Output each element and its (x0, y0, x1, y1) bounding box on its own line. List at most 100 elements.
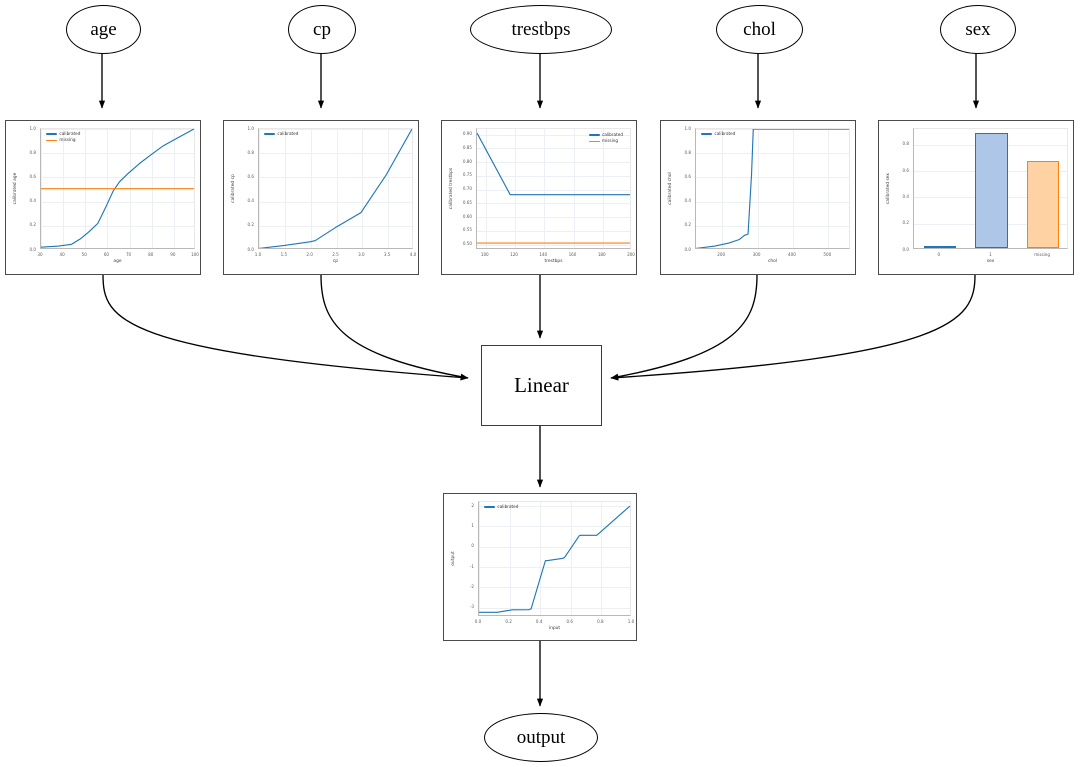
legend-item-calibrated: calibrated (701, 131, 736, 136)
plot-area-age (40, 128, 195, 249)
x-tick-label: 120 (510, 252, 518, 257)
x-tick-label: 1.5 (280, 252, 288, 257)
x-tick-label: 100 (191, 252, 199, 257)
y-tick-label: 1.0 (684, 125, 691, 131)
x-tick-label: 180 (597, 252, 606, 257)
legend-swatch-calibrated (484, 506, 495, 508)
legend-swatch-calibrated (588, 134, 600, 136)
gridline-h (479, 587, 630, 589)
gridline-h (477, 162, 630, 163)
y-tick-label: 0.0 (247, 246, 254, 252)
node-sex[interactable]: sex (940, 5, 1016, 54)
gridline-v (509, 502, 511, 615)
y-tick-label: 0.65 (462, 199, 472, 205)
gridline-h (479, 607, 630, 609)
x-tick-label: 0.4 (535, 619, 543, 624)
y-tick-label: 0.4 (247, 198, 254, 204)
gridline-v (573, 129, 575, 248)
bar-missing (1027, 161, 1060, 248)
x-tick-label: 1 (989, 252, 992, 257)
plot-area-sex (913, 128, 1068, 249)
node-output-label: output (516, 727, 566, 748)
y-tick-label: 0.90 (462, 131, 472, 137)
x-tick-label: 3.0 (358, 252, 365, 257)
gridline-v (544, 129, 546, 248)
x-tick-label: 500 (823, 252, 832, 257)
bar-0 (923, 246, 956, 248)
node-sex-label: sex (965, 19, 991, 40)
y-tick-label: 0.6 (902, 167, 909, 173)
gridline-v (828, 129, 830, 248)
series-calibrated (696, 129, 849, 248)
legend-item-calibrated: calibrated (588, 132, 623, 137)
x-tick-label: 2.0 (306, 252, 313, 257)
y-tick-label: 1.0 (247, 125, 254, 131)
plot-area-chol (695, 128, 850, 249)
x-tick-label: 1.0 (254, 252, 262, 257)
y-tick-label: -3 (469, 604, 474, 610)
node-age[interactable]: age (66, 5, 141, 54)
legend-label: calibrated (714, 131, 736, 136)
x-tick-label: missing (1034, 252, 1051, 257)
x-tick-label: 30 (37, 252, 43, 257)
x-axis-label: age (113, 259, 122, 264)
gridline-h (259, 177, 412, 179)
x-tick-label: 200 (717, 252, 726, 257)
gridline-v (602, 129, 604, 248)
node-cp-label: cp (313, 19, 331, 40)
legend-chol: calibrated (701, 131, 736, 136)
x-tick-label: 40 (59, 252, 65, 257)
y-tick-label: 0.4 (684, 198, 691, 204)
gridline-v (515, 129, 517, 248)
node-linear[interactable]: Linear (481, 345, 602, 426)
x-tick-label: 0.6 (566, 619, 574, 624)
y-tick-label: 0.0 (29, 246, 36, 252)
legend-cp: calibrated (264, 131, 298, 136)
y-tick-label: 0.6 (29, 174, 36, 179)
y-axis-label: calibrated age (13, 172, 18, 205)
series-lines (479, 505, 630, 613)
gridline-h (259, 153, 412, 155)
gridline-h (477, 217, 630, 218)
gridline-v (362, 129, 364, 248)
node-chol[interactable]: chol (716, 5, 803, 54)
node-cp[interactable]: cp (288, 5, 356, 54)
x-tick-label: 2.5 (332, 252, 339, 257)
y-tick-label: 0.6 (247, 174, 254, 179)
y-tick-label: 0.8 (29, 149, 36, 155)
y-tick-label: 0.2 (684, 222, 691, 228)
gridline-h (696, 177, 849, 179)
y-tick-label: 0.4 (29, 198, 36, 204)
y-tick-label: 0.70 (462, 186, 472, 192)
series-lines (41, 129, 194, 248)
series-lines (696, 129, 849, 248)
node-linear-label: Linear (514, 373, 569, 397)
x-axis-label: sex (986, 259, 995, 264)
y-tick-label: 0.0 (902, 246, 909, 252)
x-tick-label: 70 (125, 252, 132, 257)
node-age-label: age (90, 19, 117, 40)
legend-label: missing (601, 138, 619, 144)
node-trestbps[interactable]: trestbps (470, 5, 612, 54)
x-axis-label: cp (332, 259, 339, 264)
gridline-h (477, 175, 630, 177)
gridline-v (540, 502, 542, 615)
gridline-h (41, 153, 194, 155)
y-tick-label: 0.55 (462, 227, 472, 233)
legend-item-missing: missing (46, 138, 80, 142)
x-tick-label: 1.0 (627, 619, 635, 624)
y-tick-label: 0.8 (902, 141, 909, 147)
node-output[interactable]: output (484, 713, 598, 762)
x-tick-label: 4.0 (409, 252, 417, 257)
